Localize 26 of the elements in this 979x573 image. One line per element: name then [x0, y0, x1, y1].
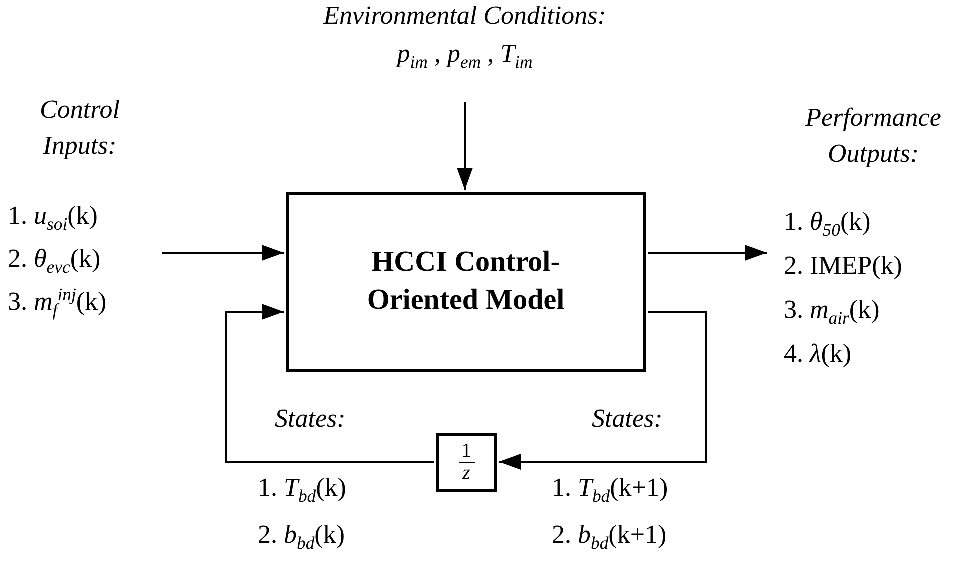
- state-item: 1. T$_{bd}$(k+1): [552, 472, 668, 504]
- heading: Environmental Conditions:: [322, 0, 608, 32]
- numerator: 1: [458, 441, 474, 463]
- arrow: [162, 245, 284, 261]
- heading: Performance Outputs:: [804, 102, 942, 170]
- list-item: 1. u$_{soi}$(k): [8, 200, 98, 232]
- state-heading: States:: [592, 403, 663, 434]
- list-item: 1. θ$_{50}$(k): [784, 206, 871, 238]
- list-item: 2. IMEP(k): [784, 250, 902, 282]
- arrow: [499, 311, 707, 470]
- denominator: z: [462, 463, 472, 484]
- state-item: 2. b$_{bd}$(k+1): [552, 519, 667, 550]
- arrow: [457, 102, 473, 190]
- state-heading: States:: [275, 403, 346, 434]
- list-item: 4. λ(k): [784, 338, 852, 370]
- arrow: [648, 245, 767, 261]
- variable-list: p$_{im}$ , p$_{em}$ , T$_{im}$: [300, 38, 630, 70]
- heading: Control Inputs:: [39, 94, 121, 162]
- arrow: [225, 304, 434, 463]
- list-item: 2. θ$_{evc}$(k): [8, 243, 101, 274]
- list-item: 3. m$_{air}$(k): [784, 294, 880, 326]
- model-block: HCCI Control-Oriented Model: [286, 192, 646, 372]
- list-item: 3. m$_{f}$$^{inj}$(k): [8, 286, 107, 318]
- delay-block: [436, 433, 497, 492]
- state-item: 2. b$_{bd}$(k): [258, 519, 345, 550]
- state-item: 1. T$_{bd}$(k): [258, 472, 346, 504]
